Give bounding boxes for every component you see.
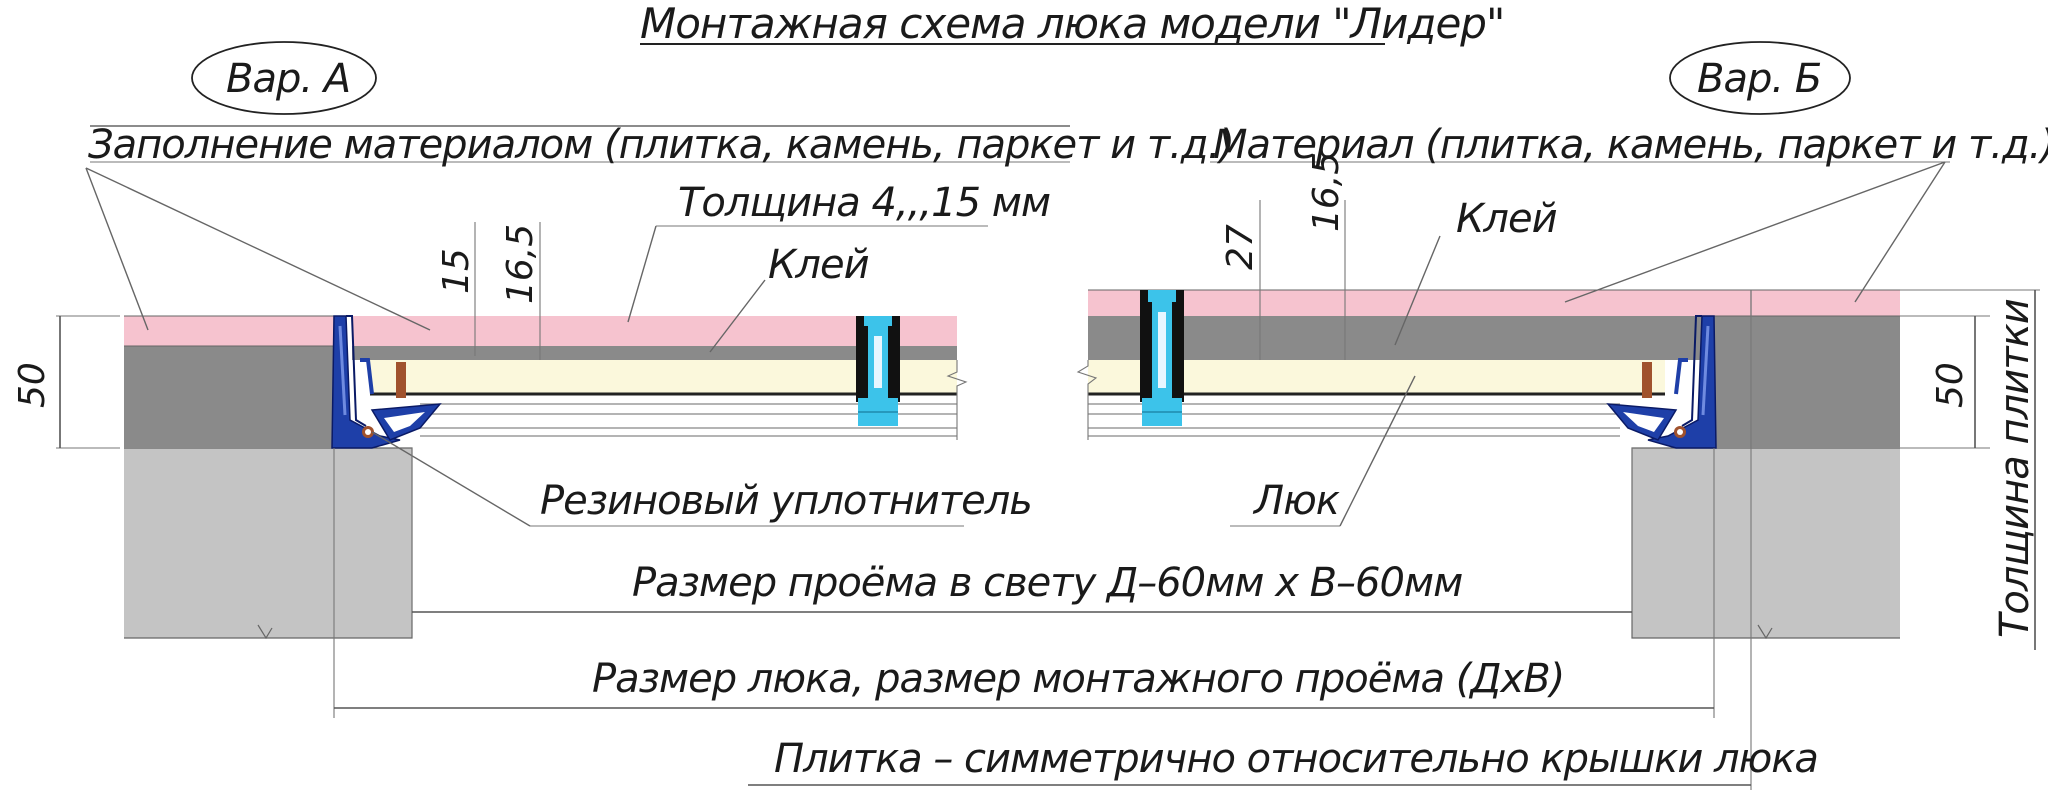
variant-a-label: Вар. А bbox=[226, 56, 350, 102]
right-break-line bbox=[1076, 360, 1098, 440]
left-slab bbox=[124, 315, 334, 448]
variant-b-label: Вар. Б bbox=[1697, 56, 1821, 102]
right-frame-profile bbox=[1606, 315, 1717, 449]
rubber-seal-label: Резиновый уплотнитель bbox=[540, 478, 1032, 524]
tile-symmetric-label: Плитка – симметрично относительно крышки… bbox=[774, 736, 1818, 782]
material-label: Материал (плитка, камень, паркет и т.д.) bbox=[1213, 122, 2048, 168]
diagram-title: Монтажная схема люка модели "Лидер" bbox=[640, 0, 1504, 48]
dim-left-15: 15 bbox=[436, 248, 477, 294]
tile-thickness-label: Толщина плитки bbox=[1992, 299, 2038, 638]
left-bolt bbox=[856, 316, 900, 426]
dim-left-50: 50 bbox=[12, 362, 53, 408]
hatch-size-label: Размер люка, размер монтажного проёма (Д… bbox=[592, 656, 1564, 702]
opening-size-label: Размер проёма в свету Д–60мм х В–60мм bbox=[632, 560, 1462, 606]
concrete-left bbox=[124, 447, 413, 640]
dim-right-16-5: 16,5 bbox=[1306, 152, 1347, 232]
right-bolt bbox=[1140, 290, 1184, 426]
glue-left-label: Клей bbox=[768, 242, 869, 288]
hatch-label: Люк bbox=[1252, 478, 1340, 524]
right-hatch-lid bbox=[1088, 290, 1751, 437]
dim-right-50: 50 bbox=[1930, 362, 1971, 408]
variant-a-ellipse bbox=[191, 41, 377, 115]
dimension-lines bbox=[56, 200, 2040, 790]
concrete-right bbox=[1631, 447, 1900, 640]
left-break-line bbox=[946, 360, 968, 440]
dim-right-27: 27 bbox=[1220, 224, 1261, 270]
dim-left-16-5: 16,5 bbox=[500, 224, 541, 304]
fill-material-label: Заполнение материалом (плитка, камень, п… bbox=[88, 122, 1234, 168]
glue-right-label: Клей bbox=[1456, 196, 1557, 242]
thickness-label: Толщина 4,,,15 мм bbox=[678, 180, 1050, 226]
right-slab bbox=[1088, 289, 1900, 448]
variant-b-ellipse bbox=[1669, 41, 1851, 115]
left-frame-profile bbox=[331, 315, 442, 449]
leader-lines bbox=[85, 125, 1950, 527]
